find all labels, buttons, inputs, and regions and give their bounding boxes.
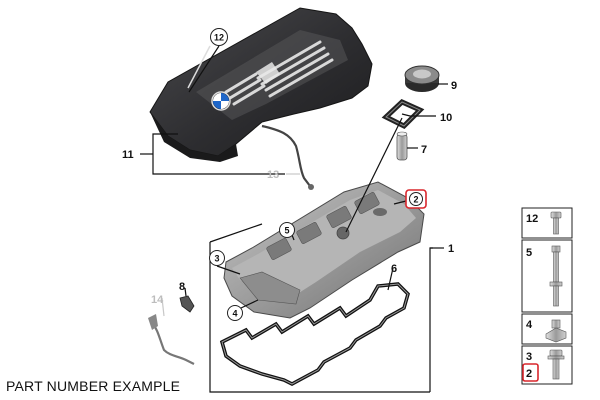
callout-7[interactable]: 7 <box>421 144 427 156</box>
bolt-3-icon <box>547 349 565 380</box>
oil-filler-cap <box>404 65 440 92</box>
svg-text:4: 4 <box>232 309 237 319</box>
legend-row-3-2[interactable]: 3 2 <box>521 345 573 385</box>
part-number-highlight <box>522 363 539 382</box>
svg-text:3: 3 <box>526 351 532 363</box>
svg-text:12: 12 <box>214 33 224 43</box>
bracket-part-8 <box>179 295 195 313</box>
breather-hose <box>261 124 311 187</box>
part-number-example-caption: PART NUMBER EXAMPLE <box>6 378 181 394</box>
bmw-logo-icon <box>211 91 231 111</box>
callout-2-highlighted[interactable]: 2 <box>405 189 427 209</box>
part-1-bracket-top <box>209 223 263 243</box>
part-1-bracket-right <box>429 247 433 392</box>
svg-text:3: 3 <box>214 254 219 264</box>
bolt-12-icon <box>550 211 562 235</box>
svg-text:4: 4 <box>526 319 533 331</box>
filler-gasket <box>381 99 425 130</box>
callout-4[interactable]: 4 <box>227 305 243 321</box>
callout-9[interactable]: 9 <box>451 80 457 92</box>
engine-cover <box>149 7 373 162</box>
leader-lines <box>140 45 448 317</box>
svg-text:2: 2 <box>413 195 418 205</box>
cable-part-14 <box>151 321 195 365</box>
callout-8[interactable]: 8 <box>179 281 185 293</box>
stud-5-icon <box>549 245 563 307</box>
callout-14[interactable]: 14 <box>151 294 164 306</box>
callout-10[interactable]: 10 <box>440 112 452 124</box>
svg-text:2: 2 <box>526 368 532 380</box>
callout-3[interactable]: 3 <box>209 250 225 266</box>
callout-1[interactable]: 1 <box>448 243 454 255</box>
fastener-legend: 12 5 4 3 <box>521 207 573 385</box>
svg-text:12: 12 <box>526 213 538 225</box>
valve-cover <box>223 181 425 319</box>
legend-row-12[interactable]: 12 <box>521 207 573 239</box>
callout-6[interactable]: 6 <box>391 263 397 275</box>
legend-row-5[interactable]: 5 <box>521 239 573 313</box>
oil-separator-tube <box>396 131 408 161</box>
callout-13[interactable]: 13 <box>267 169 279 181</box>
callout-5[interactable]: 5 <box>279 222 295 238</box>
part-1-bracket <box>209 242 430 393</box>
svg-text:5: 5 <box>284 226 289 236</box>
nut-clip-4-icon <box>545 319 567 343</box>
legend-row-4[interactable]: 4 <box>521 313 573 345</box>
svg-text:5: 5 <box>526 247 532 259</box>
callout-12[interactable]: 12 <box>210 28 228 46</box>
callout-11[interactable]: 11 <box>122 149 134 161</box>
